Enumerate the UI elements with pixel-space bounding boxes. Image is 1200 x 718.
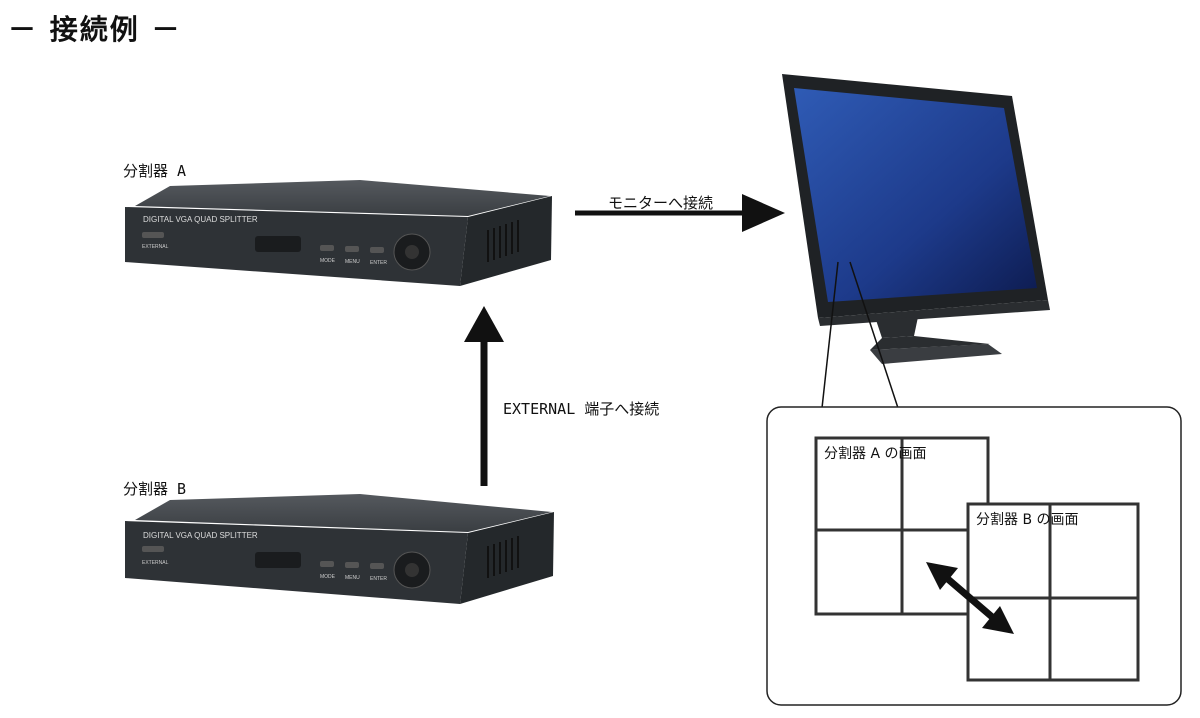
splitter-b-vent <box>487 536 519 578</box>
splitter-b-menu-button <box>345 562 359 568</box>
splitter-b-enter-button <box>370 563 384 569</box>
splitter-b-mode-button <box>320 561 334 567</box>
splitter-a-enter-button <box>370 247 384 253</box>
splitter-a-vent <box>487 220 519 262</box>
splitter-b-external-button <box>142 546 164 552</box>
splitter-b-label: 分割器 B <box>123 480 187 498</box>
monitor-stand <box>870 344 1002 364</box>
screen-b-quad <box>966 502 1140 682</box>
arrow-to-monitor <box>575 194 785 232</box>
monitor <box>782 74 1050 364</box>
splitter-a-top <box>135 180 550 216</box>
screen-a-label: 分割器 A の画面 <box>824 445 926 462</box>
splitter-a-menu-label: MENU <box>345 259 360 265</box>
splitter-b-device: DIGITAL VGA QUAD SPLITTER EXTERNAL MODE … <box>125 494 554 604</box>
splitter-b-enter-label: ENTER <box>370 576 387 582</box>
splitter-b-front-label: DIGITAL VGA QUAD SPLITTER <box>143 531 258 540</box>
callout-line-right <box>849 261 899 409</box>
splitter-a-label: 分割器 A <box>123 162 187 180</box>
splitter-a-mode-button <box>320 245 334 251</box>
monitor-neck <box>876 317 918 338</box>
splitter-a-menu-button <box>345 246 359 252</box>
splitter-a-front-label: DIGITAL VGA QUAD SPLITTER <box>143 215 258 224</box>
splitter-a-device: DIGITAL VGA QUAD SPLITTER EXTERNAL MODE … <box>125 180 552 286</box>
splitter-b-display <box>255 552 301 568</box>
arrow-to-external <box>464 306 504 486</box>
splitter-b-menu-label: MENU <box>345 575 360 581</box>
connect-to-monitor-label: モニターへ接続 <box>608 194 714 212</box>
page-title: － 接続例 － <box>8 13 182 46</box>
splitter-b-mode-label: MODE <box>320 574 336 580</box>
splitter-b-top <box>135 494 552 532</box>
splitter-a-enter-label: ENTER <box>370 260 387 266</box>
connect-to-external-label: EXTERNAL 端子へ接続 <box>503 400 660 418</box>
splitter-a-mode-label: MODE <box>320 258 336 264</box>
splitter-a-external-button <box>142 232 164 238</box>
screen-b-label: 分割器 B の画面 <box>976 511 1079 528</box>
splitter-a-external-label: EXTERNAL <box>142 244 169 250</box>
callout-line-left <box>821 261 839 409</box>
splitter-a-display <box>255 236 301 252</box>
splitter-b-external-label: EXTERNAL <box>142 560 169 566</box>
swap-arrow-icon <box>926 562 1014 634</box>
monitor-screen <box>794 88 1037 302</box>
